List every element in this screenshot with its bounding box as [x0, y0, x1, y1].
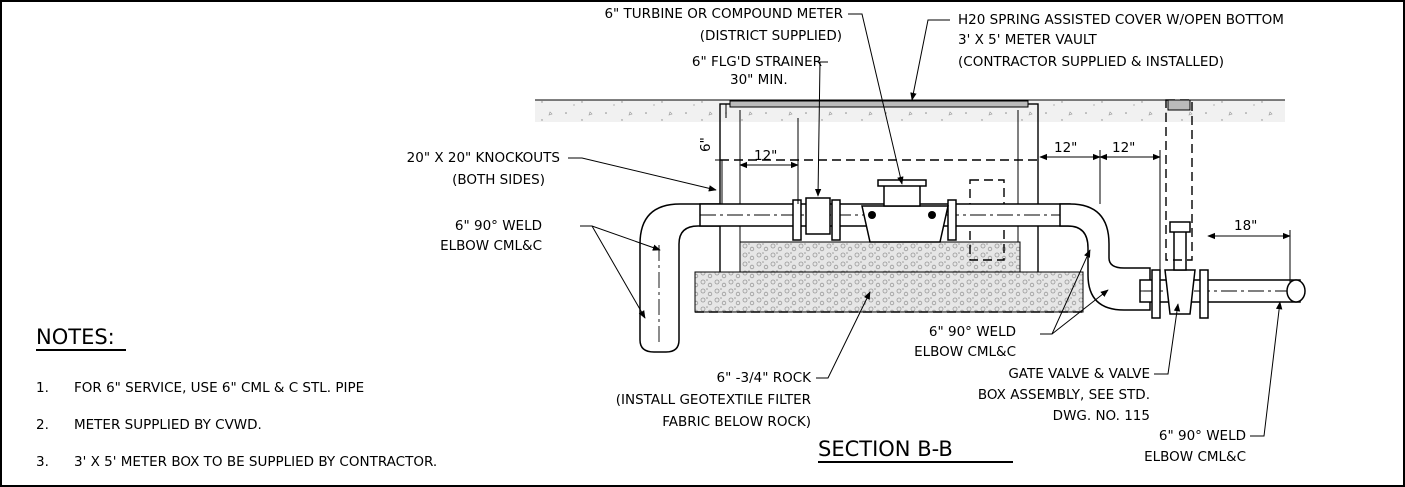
label-elbow-left-1: 6" 90° WELD	[455, 218, 542, 234]
note-3-number: 3.	[36, 454, 49, 470]
rock-bed-upper	[739, 241, 1021, 273]
dim-6: 6"	[698, 137, 714, 152]
label-elbow-mid-2: ELBOW CML&C	[914, 344, 1016, 360]
label-vault: 3' X 5' METER VAULT	[958, 32, 1097, 48]
label-gate-valve-1: GATE VALVE & VALVE	[1008, 366, 1150, 382]
label-district-supplied: (DISTRICT SUPPLIED)	[700, 28, 842, 44]
label-turbine-meter: 6" TURBINE OR COMPOUND METER	[604, 6, 843, 22]
dim-12-left: 12"	[754, 148, 777, 164]
label-elbow-left-2: ELBOW CML&C	[440, 238, 542, 254]
section-title: SECTION B-B	[818, 437, 953, 461]
label-contractor-installed: (CONTRACTOR SUPPLIED & INSTALLED)	[958, 54, 1224, 70]
label-gate-valve-3: DWG. NO. 115	[1053, 408, 1150, 424]
label-strainer: 6" FLG'D STRAINER	[692, 54, 822, 70]
label-elbow-right-2: ELBOW CML&C	[1144, 449, 1246, 465]
label-knockouts: 20" X 20" KNOCKOUTS	[407, 150, 560, 166]
notes-heading: NOTES:	[36, 325, 115, 349]
label-h20-cover: H20 SPRING ASSISTED COVER W/OPEN BOTTOM	[958, 12, 1284, 28]
label-gate-valve-2: BOX ASSEMBLY, SEE STD.	[978, 387, 1150, 403]
label-rock-3: FABRIC BELOW ROCK)	[662, 414, 811, 430]
label-elbow-right-1: 6" 90° WELD	[1159, 428, 1246, 444]
valve-box	[1165, 99, 1193, 261]
rock-bed-lower	[694, 271, 1084, 313]
dimension-lines	[715, 104, 1291, 282]
dim-12-right-b: 12"	[1112, 140, 1135, 156]
note-2-text: METER SUPPLIED BY CVWD.	[74, 417, 262, 433]
pipe-assembly	[639, 179, 1306, 353]
note-2-number: 2.	[36, 417, 49, 433]
label-elbow-mid-1: 6" 90° WELD	[929, 324, 1016, 340]
leader-lines	[568, 13, 1283, 437]
label-rock-2: (INSTALL GEOTEXTILE FILTER	[616, 392, 811, 408]
label-both-sides: (BOTH SIDES)	[452, 172, 545, 188]
dim-12-right-a: 12"	[1054, 140, 1077, 156]
note-1-number: 1.	[36, 380, 49, 396]
note-3-text: 3' X 5' METER BOX TO BE SUPPLIED BY CONT…	[74, 454, 437, 470]
note-1-text: FOR 6" SERVICE, USE 6" CML & C STL. PIPE	[74, 380, 364, 396]
label-30-min: 30" MIN.	[730, 72, 788, 88]
dim-18: 18"	[1234, 218, 1257, 234]
ground-surface	[535, 99, 1285, 122]
label-rock-1: 6" -3/4" ROCK	[717, 370, 813, 386]
